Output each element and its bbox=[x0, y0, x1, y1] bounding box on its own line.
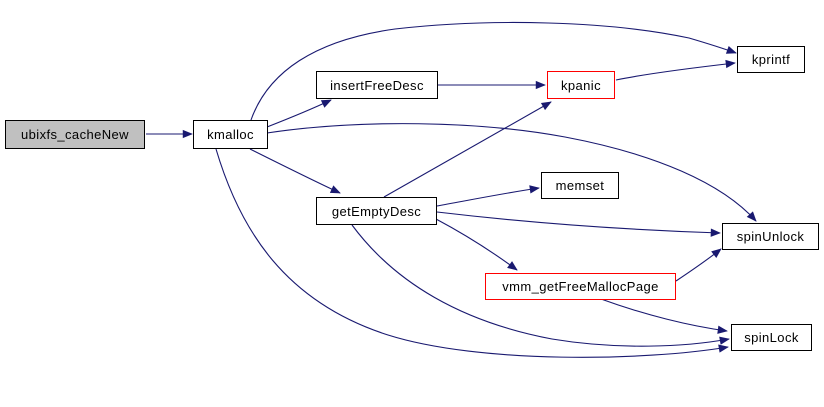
edge-kmalloc-to-getEmptyDesc bbox=[249, 148, 341, 194]
node-ubixfs_cacheNew: ubixfs_cacheNew bbox=[5, 120, 145, 149]
edge-vmm_getFreeMallocPage-to-spinUnlock bbox=[675, 248, 722, 282]
node-getEmptyDesc[interactable]: getEmptyDesc bbox=[316, 197, 437, 225]
edge-vmm_getFreeMallocPage-to-spinLock bbox=[600, 298, 728, 334]
edge-getEmptyDesc-to-vmm_getFreeMallocPage bbox=[435, 218, 518, 271]
node-insertFreeDesc[interactable]: insertFreeDesc bbox=[316, 71, 438, 99]
node-spinUnlock[interactable]: spinUnlock bbox=[722, 223, 819, 250]
edge-kmalloc-to-spinUnlock bbox=[266, 123, 757, 222]
edge-kmalloc-to-spinLock bbox=[215, 148, 729, 358]
edge-getEmptyDesc-to-spinUnlock bbox=[436, 211, 721, 237]
edge-kmalloc-to-kprintf bbox=[250, 21, 737, 121]
edge-kmalloc-to-insertFreeDesc bbox=[266, 99, 332, 128]
edge-getEmptyDesc-to-memset bbox=[436, 185, 540, 207]
node-kmalloc[interactable]: kmalloc bbox=[193, 120, 268, 149]
edges bbox=[146, 21, 757, 358]
edge-getEmptyDesc-to-kpanic bbox=[383, 101, 552, 198]
node-vmm_getFreeMallocPage[interactable]: vmm_getFreeMallocPage bbox=[485, 273, 676, 300]
node-spinLock[interactable]: spinLock bbox=[731, 324, 812, 351]
node-kprintf[interactable]: kprintf bbox=[737, 46, 805, 73]
node-kpanic[interactable]: kpanic bbox=[547, 71, 615, 99]
node-memset[interactable]: memset bbox=[541, 172, 619, 199]
edge-kpanic-to-kprintf bbox=[615, 59, 736, 81]
edge-getEmptyDesc-to-spinLock bbox=[351, 224, 730, 347]
